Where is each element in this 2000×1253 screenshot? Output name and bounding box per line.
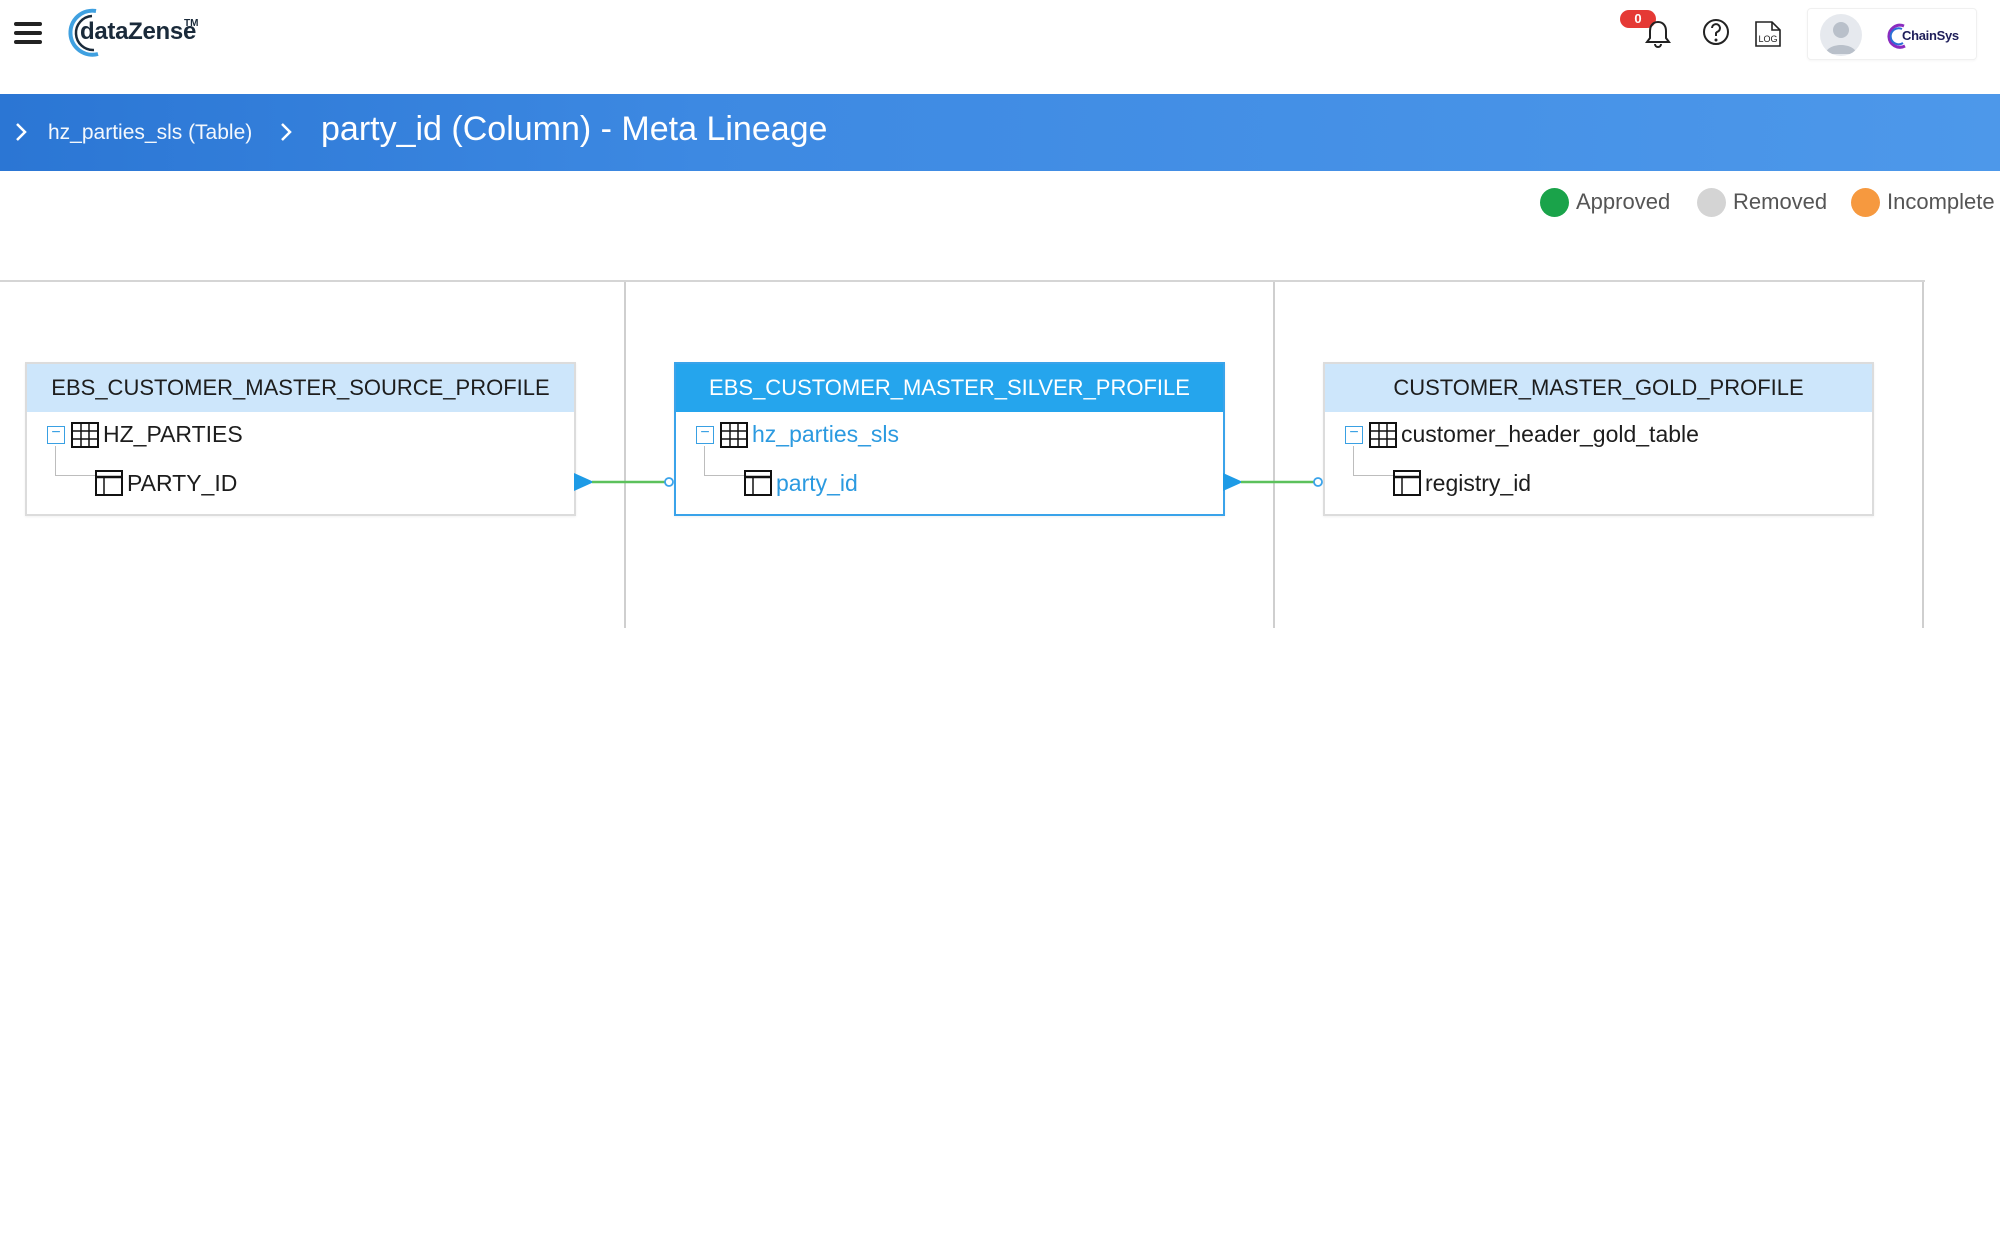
user-profile[interactable]: ChainSys <box>1807 8 1977 60</box>
app-name: dataZense <box>80 18 197 45</box>
lane-divider <box>1273 282 1275 628</box>
breadcrumb: hz_parties_sls (Table) party_id (Column)… <box>0 94 2000 171</box>
tree-line <box>1353 446 1354 476</box>
brand-name: ChainSys <box>1902 28 1959 43</box>
removed-dot-icon <box>1697 188 1726 217</box>
collapse-icon[interactable]: − <box>47 425 65 444</box>
table-icon <box>1369 422 1397 448</box>
incomplete-dot-icon <box>1851 188 1880 217</box>
brand-logo: ChainSys <box>1884 23 1964 49</box>
status-legend: Approved Removed Incomplete <box>1540 187 2000 217</box>
table-icon <box>720 422 748 448</box>
lane-divider <box>1922 282 1924 628</box>
lineage-link-silver-gold[interactable] <box>1223 470 1325 494</box>
app-logo[interactable]: dataZense TM <box>58 6 218 60</box>
collapse-icon[interactable]: − <box>1345 425 1363 444</box>
node-profile-title: EBS_CUSTOMER_MASTER_SILVER_PROFILE <box>676 364 1223 412</box>
log-icon[interactable]: LOG <box>1750 16 1786 52</box>
top-bar: dataZense TM 0 LOG ChainSys <box>0 0 2000 94</box>
node-table-name[interactable]: HZ_PARTIES <box>103 421 243 447</box>
node-column-name[interactable]: registry_id <box>1425 470 1532 496</box>
column-icon <box>744 470 772 496</box>
lineage-canvas <box>0 280 1925 628</box>
arrow-head-icon <box>574 473 594 491</box>
column-icon <box>1393 470 1421 496</box>
menu-icon[interactable] <box>12 18 44 48</box>
lineage-node-source[interactable]: EBS_CUSTOMER_MASTER_SOURCE_PROFILE − HZ_… <box>25 362 576 516</box>
node-column-name[interactable]: PARTY_ID <box>127 470 238 496</box>
node-table-name[interactable]: hz_parties_sls <box>752 421 900 447</box>
lineage-node-silver[interactable]: EBS_CUSTOMER_MASTER_SILVER_PROFILE − hz_… <box>674 362 1225 516</box>
lineage-link-source-silver[interactable] <box>574 470 676 494</box>
log-icon-text: LOG <box>1759 34 1778 44</box>
node-table-name[interactable]: customer_header_gold_table <box>1401 421 1699 447</box>
arrow-head-icon <box>1223 473 1243 491</box>
link-endpoint-icon <box>1313 477 1323 487</box>
legend-label: Removed <box>1733 189 1828 214</box>
tree-line <box>704 446 705 476</box>
lineage-node-gold[interactable]: CUSTOMER_MASTER_GOLD_PROFILE − customer_… <box>1323 362 1874 516</box>
logo-arc-icon <box>68 8 99 57</box>
node-column-name[interactable]: party_id <box>776 470 858 496</box>
node-profile-title: CUSTOMER_MASTER_GOLD_PROFILE <box>1325 364 1872 412</box>
table-icon <box>71 422 99 448</box>
user-avatar-icon <box>1825 22 1857 54</box>
tree-line <box>704 475 744 476</box>
lane-divider <box>624 282 626 628</box>
legend-label: Approved <box>1576 189 1671 214</box>
tree-line <box>55 446 56 476</box>
notification-count-badge: 0 <box>1620 10 1656 28</box>
help-icon[interactable] <box>1698 14 1734 50</box>
tree-line <box>1353 475 1393 476</box>
chevron-right-icon[interactable] <box>14 122 28 142</box>
page-title: party_id (Column) - Meta Lineage <box>321 110 828 148</box>
collapse-icon[interactable]: − <box>696 425 714 444</box>
bell-icon[interactable] <box>1640 16 1676 52</box>
link-endpoint-icon <box>664 477 674 487</box>
trademark: TM <box>184 18 199 29</box>
column-icon <box>95 470 123 496</box>
chevron-right-icon <box>281 123 292 141</box>
breadcrumb-parent-link[interactable]: hz_parties_sls (Table) <box>48 121 253 144</box>
brand-arc-icon <box>1887 23 1906 49</box>
avatar[interactable] <box>1820 14 1862 56</box>
node-profile-title: EBS_CUSTOMER_MASTER_SOURCE_PROFILE <box>27 364 574 412</box>
tree-line <box>55 475 95 476</box>
approved-dot-icon <box>1540 188 1569 217</box>
legend-label: Incomplete <box>1887 189 1995 214</box>
